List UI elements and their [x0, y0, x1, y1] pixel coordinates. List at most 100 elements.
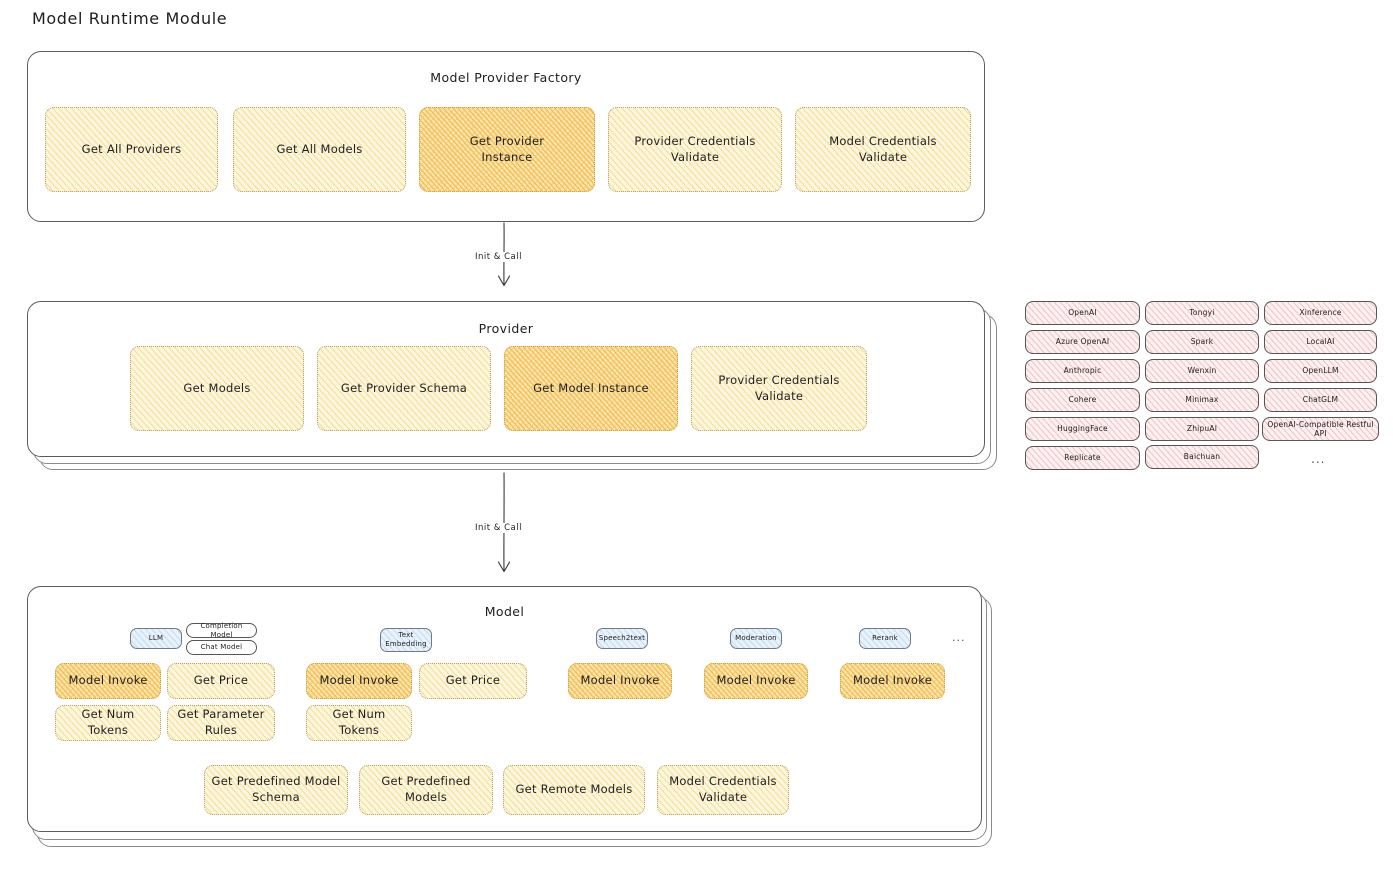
provider-node-0[interactable]: Get Models: [130, 346, 304, 431]
model-op-speech2text-model-invoke[interactable]: Model Invoke: [568, 663, 672, 699]
provider-chip-label: Cohere: [1068, 395, 1097, 405]
provider-chip-label: OpenLLM: [1302, 366, 1339, 376]
factory-node-3-label: Provider Credentials Validate: [634, 133, 756, 164]
provider-chip-2-1[interactable]: LocalAI: [1264, 330, 1377, 354]
factory-node-1-label: Get All Models: [276, 141, 363, 156]
model-shared-op-label: Model Credentials Validate: [669, 774, 777, 804]
model-type-badge-moderation[interactable]: Moderation: [730, 628, 782, 649]
provider-chip-label: Baichuan: [1183, 452, 1221, 462]
provider-chip-label: Wenxin: [1187, 366, 1217, 376]
provider-chip-0-2[interactable]: Anthropic: [1025, 359, 1140, 383]
provider-chip-label: OpenAI: [1068, 308, 1097, 318]
arrow-provider-to-model: [497, 472, 511, 573]
provider-chip-label: Spark: [1190, 337, 1214, 347]
provider-chip-2-2[interactable]: OpenLLM: [1264, 359, 1377, 383]
model-shared-op-label: Get Remote Models: [515, 782, 633, 797]
provider-chip-label: ChatGLM: [1302, 395, 1339, 405]
factory-node-0[interactable]: Get All Providers: [45, 107, 218, 192]
provider-chip-label: LocalAI: [1306, 337, 1335, 347]
model-op-label: Model Invoke: [580, 673, 660, 688]
model-op-embedding-model-invoke[interactable]: Model Invoke: [306, 663, 412, 699]
model-shared-op-label: Get Predefined Model Schema: [211, 774, 341, 804]
provider-node-2-label: Get Model Instance: [533, 380, 649, 395]
provider-chip-1-0[interactable]: Tongyi: [1145, 301, 1259, 325]
model-shared-op-3[interactable]: Model Credentials Validate: [657, 765, 789, 815]
provider-chip-1-1[interactable]: Spark: [1145, 330, 1259, 354]
model-types-ellipsis: ...: [952, 631, 966, 644]
model-op-llm-get-parameter-rules[interactable]: Get Parameter Rules: [167, 705, 275, 741]
model-op-label: Get Num Tokens: [81, 707, 135, 737]
arrow-label-1: Init & Call: [471, 252, 526, 262]
model-type-badge-speech2text[interactable]: Speech2text: [596, 628, 648, 649]
model-op-label: Get Price: [445, 673, 501, 688]
provider-chip-label: OpenAI-Compatible Restful API: [1267, 419, 1374, 438]
factory-node-2-label: Get Provider Instance: [469, 133, 545, 164]
provider-chip-label: ZhipuAI: [1186, 424, 1218, 434]
model-type-badge-rerank[interactable]: Rerank: [859, 628, 911, 649]
factory-node-3[interactable]: Provider Credentials Validate: [608, 107, 782, 192]
panel-label-model: Model: [484, 604, 525, 619]
model-op-rerank-model-invoke[interactable]: Model Invoke: [840, 663, 945, 699]
model-type-badge-text-embedding[interactable]: Text Embedding: [380, 628, 432, 652]
provider-node-1[interactable]: Get Provider Schema: [317, 346, 491, 431]
provider-chip-0-0[interactable]: OpenAI: [1025, 301, 1140, 325]
model-type-badge-llm[interactable]: LLM: [130, 628, 182, 649]
model-op-embedding-get-price[interactable]: Get Price: [419, 663, 527, 699]
provider-node-1-label: Get Provider Schema: [340, 380, 468, 395]
model-type-badge-text-embedding-label: Text Embedding: [385, 631, 427, 648]
provider-node-3[interactable]: Provider Credentials Validate: [691, 346, 867, 431]
model-op-label: Model Invoke: [716, 673, 796, 688]
model-shared-op-0[interactable]: Get Predefined Model Schema: [204, 765, 348, 815]
model-subtype-completion-model[interactable]: Completion Model: [186, 621, 257, 639]
provider-chip-label: Tongyi: [1189, 308, 1215, 318]
provider-chip-label: HuggingFace: [1057, 424, 1108, 434]
model-op-label: Get Num Tokens: [332, 707, 386, 737]
model-shared-op-2[interactable]: Get Remote Models: [503, 765, 645, 815]
provider-chip-2-0[interactable]: Xinference: [1264, 301, 1377, 325]
model-subtype-label: Chat Model: [200, 643, 243, 652]
provider-chip-1-4[interactable]: ZhipuAI: [1145, 417, 1259, 441]
model-op-llm-model-invoke[interactable]: Model Invoke: [55, 663, 161, 699]
arrow-label-2: Init & Call: [471, 523, 526, 533]
factory-node-4[interactable]: Model Credentials Validate: [795, 107, 971, 192]
provider-chip-2-3[interactable]: ChatGLM: [1264, 388, 1377, 412]
provider-chip-2-4[interactable]: OpenAI-Compatible Restful API: [1262, 417, 1379, 441]
model-shared-op-label: Get Predefined Models: [381, 774, 471, 804]
model-subtype-label: Completion Model: [200, 621, 243, 639]
provider-chip-0-1[interactable]: Azure OpenAI: [1025, 330, 1140, 354]
model-op-llm-get-num-tokens[interactable]: Get Num Tokens: [55, 705, 161, 741]
model-op-label: Get Parameter Rules: [177, 707, 265, 737]
model-shared-op-1[interactable]: Get Predefined Models: [359, 765, 493, 815]
model-op-label: Model Invoke: [319, 673, 399, 688]
provider-chip-1-3[interactable]: Minimax: [1145, 388, 1259, 412]
model-type-badge-moderation-label: Moderation: [735, 634, 777, 643]
provider-chip-1-2[interactable]: Wenxin: [1145, 359, 1259, 383]
provider-node-3-label: Provider Credentials Validate: [718, 372, 840, 403]
provider-chip-label: Azure OpenAI: [1055, 337, 1110, 347]
factory-node-4-label: Model Credentials Validate: [829, 133, 937, 164]
provider-chip-0-3[interactable]: Cohere: [1025, 388, 1140, 412]
provider-chip-label: Xinference: [1299, 308, 1342, 318]
provider-chip-0-5[interactable]: Replicate: [1025, 446, 1140, 470]
provider-chip-label: Replicate: [1064, 453, 1101, 463]
page-title: Model Runtime Module: [32, 9, 228, 28]
model-type-badge-rerank-label: Rerank: [872, 634, 898, 643]
model-op-label: Model Invoke: [852, 673, 933, 688]
provider-chip-0-4[interactable]: HuggingFace: [1025, 417, 1140, 441]
model-op-moderation-model-invoke[interactable]: Model Invoke: [704, 663, 808, 699]
model-type-badge-llm-label: LLM: [148, 634, 164, 643]
provider-node-0-label: Get Models: [183, 380, 251, 395]
model-op-embedding-get-num-tokens[interactable]: Get Num Tokens: [306, 705, 412, 741]
model-op-label: Get Price: [193, 673, 249, 688]
factory-node-1[interactable]: Get All Models: [233, 107, 406, 192]
panel-label-provider: Provider: [478, 321, 534, 336]
model-type-badge-speech2text-label: Speech2text: [598, 634, 646, 643]
factory-node-2[interactable]: Get Provider Instance: [419, 107, 595, 192]
provider-chip-label: Anthropic: [1063, 366, 1102, 376]
provider-chip-1-5[interactable]: Baichuan: [1145, 445, 1259, 469]
model-subtype-chat-model[interactable]: Chat Model: [186, 640, 257, 655]
provider-node-2[interactable]: Get Model Instance: [504, 346, 678, 431]
model-op-llm-get-price[interactable]: Get Price: [167, 663, 275, 699]
model-op-label: Model Invoke: [68, 673, 148, 688]
